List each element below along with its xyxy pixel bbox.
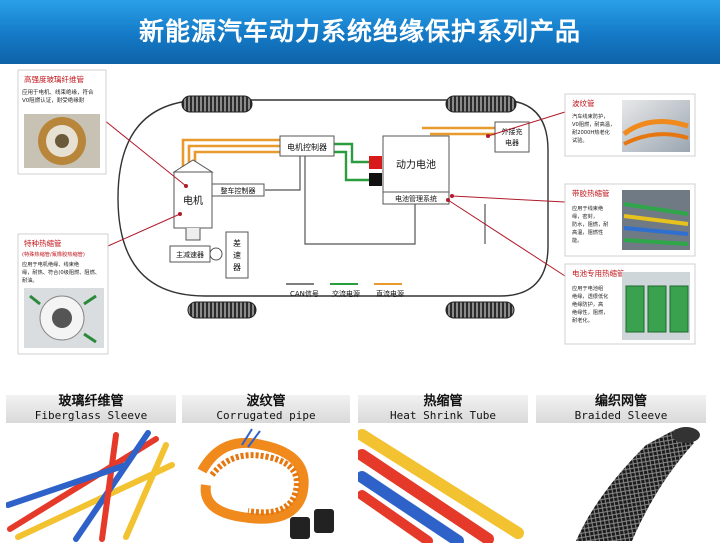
svg-text:汽车线束防护，: 汽车线束防护， xyxy=(572,112,608,120)
braided-sleeve-photo xyxy=(576,427,700,541)
differential-label-3: 器 xyxy=(233,263,241,272)
svg-text:缘，耐热、符合(0级阻燃、阻燃、: 缘，耐热、符合(0级阻燃、阻燃、 xyxy=(22,268,100,276)
vehicle-controller-box xyxy=(211,183,265,197)
corrugated-pipe-photo xyxy=(197,428,334,539)
differential-label-2: 速 xyxy=(233,251,241,260)
wheel-front-left xyxy=(181,95,253,113)
caption-heat-shrink: 热缩管 Heat Shrink Tube xyxy=(358,395,528,423)
external-charger-label-1: 外接充 xyxy=(502,127,523,136)
svg-text:绝缘性，阻燃，: 绝缘性，阻燃， xyxy=(572,308,608,316)
heat-shrink-tube-photo xyxy=(358,429,524,543)
callout-battery-shrink: 电池专用热缩管 应用于电池组 绝缘，透很低化 绝缘防护，高 绝缘性，阻燃， 耐老… xyxy=(564,263,696,345)
caption-corrugated-cn: 波纹管 xyxy=(246,394,286,409)
callout-corrugated: 波纹管 汽车线束防护， V0阻燃，耐高温， 耐2000H热老化 试验。 xyxy=(564,93,696,157)
svg-text:试验。: 试验。 xyxy=(572,136,588,144)
callout-battery-title: 电池专用热缩管 xyxy=(572,268,625,278)
wheel-rear-left xyxy=(187,301,257,319)
caption-corrugated-en: Corrugated pipe xyxy=(216,409,316,422)
svg-text:应用于线束绝: 应用于线束绝 xyxy=(572,204,603,212)
legend-can: CAN信号 xyxy=(290,289,319,298)
svg-text:应用于电机、线束绝缘，符合: 应用于电机、线束绝缘，符合 xyxy=(22,88,94,96)
bms-box xyxy=(382,191,450,205)
motor-label: 电机 xyxy=(183,194,203,207)
banner-title: 新能源汽车动力系统绝缘保护系列产品 xyxy=(138,17,581,46)
bms-label: 电池管理系统 xyxy=(395,194,437,203)
caption-braided-cn: 编织网管 xyxy=(594,394,647,409)
svg-text:高温，阻燃性: 高温，阻燃性 xyxy=(572,228,603,236)
motor-controller-box xyxy=(279,135,335,157)
callout-fiberglass-title: 高强度玻璃纤维管 xyxy=(24,74,84,84)
line-legend: CAN信号 交流电源 直流电源 xyxy=(286,283,404,298)
caption-braided-en: Braided Sleeve xyxy=(574,409,668,422)
svg-text:防水，阻燃，耐: 防水，阻燃，耐 xyxy=(572,220,608,228)
power-battery-label: 动力电池 xyxy=(396,158,436,171)
svg-text:V0阻燃，耐高温，: V0阻燃，耐高温， xyxy=(572,120,615,128)
svg-text:耐油。: 耐油。 xyxy=(22,276,38,284)
battery-terminal-negative xyxy=(369,173,382,186)
svg-text:应用于电机绝缘、线束绝: 应用于电机绝缘、线束绝 xyxy=(22,260,79,268)
caption-fiberglass-cn: 玻璃纤维管 xyxy=(58,394,124,409)
ac-power-lines xyxy=(334,142,370,182)
svg-text:(特殊热缩管/氟橡胶热缩管): (特殊热缩管/氟橡胶热缩管) xyxy=(22,250,85,258)
callout-special-shrink: 特种热缩管 (特殊热缩管/氟橡胶热缩管) 应用于电机绝缘、线束绝 缘，耐热、符合… xyxy=(17,233,109,355)
motor-controller-label: 电机控制器 xyxy=(287,142,327,152)
motor-housing-top xyxy=(172,159,214,173)
caption-fiberglass: 玻璃纤维管 Fiberglass Sleeve xyxy=(6,395,176,423)
vehicle-controller-label: 整车控制器 xyxy=(221,186,256,195)
battery-terminal-positive xyxy=(369,156,382,169)
differential-box xyxy=(225,231,249,279)
callout-corrugated-title: 波纹管 xyxy=(572,98,595,108)
svg-text:缘，密封，: 缘，密封， xyxy=(572,212,598,220)
power-battery-box xyxy=(382,135,450,193)
svg-text:绝缘，透很低化: 绝缘，透很低化 xyxy=(572,292,608,300)
vehicle-diagram: 电机控制器 动力电池 电池管理系统 外接充 电器 电机 整车控制器 主减速器 差… xyxy=(17,69,696,355)
callout-fiberglass-hv: 高强度玻璃纤维管 应用于电机、线束绝缘，符合 V0阻燃认证，耐受绝缘耐 xyxy=(17,69,107,175)
main-reducer-label: 主减速器 xyxy=(176,250,204,259)
svg-text:应用于电池组: 应用于电池组 xyxy=(572,284,603,292)
legend-dc: 直流电源 xyxy=(376,289,404,298)
external-charger-label-2: 电器 xyxy=(505,138,519,147)
svg-text:V0阻燃认证，耐受绝缘耐: V0阻燃认证，耐受绝缘耐 xyxy=(22,96,85,104)
fiberglass-sleeve-photo xyxy=(6,430,175,542)
title-banner xyxy=(0,0,720,64)
caption-heat-shrink-en: Heat Shrink Tube xyxy=(390,409,496,422)
callout-leaders xyxy=(103,111,566,277)
callout-adhesive-shrink: 带胶热缩管 应用于线束绝 缘，密封， 防水，阻燃，耐 高温，阻燃性 能。 xyxy=(564,183,696,257)
legend-ac: 交流电源 xyxy=(332,289,360,298)
svg-text:耐老化。: 耐老化。 xyxy=(572,316,593,324)
differential-label-1: 差 xyxy=(233,238,241,248)
caption-braided: 编织网管 Braided Sleeve xyxy=(536,395,706,423)
svg-text:耐2000H热老化: 耐2000H热老化 xyxy=(572,128,610,136)
motor-shaft xyxy=(185,228,201,241)
callout-adhesive-title: 带胶热缩管 xyxy=(572,188,610,198)
caption-fiberglass-en: Fiberglass Sleeve xyxy=(34,409,148,422)
callout-special-title: 特种热缩管 xyxy=(24,238,62,248)
wheel-rear-right xyxy=(445,301,515,319)
wheel-front-right xyxy=(445,95,517,113)
caption-heat-shrink-cn: 热缩管 xyxy=(423,394,463,409)
external-charger-box xyxy=(494,121,530,153)
reducer-gear xyxy=(209,247,223,261)
caption-corrugated: 波纹管 Corrugated pipe xyxy=(182,395,350,423)
svg-text:绝缘防护，高: 绝缘防护，高 xyxy=(572,300,603,308)
svg-text:能。: 能。 xyxy=(572,236,582,244)
